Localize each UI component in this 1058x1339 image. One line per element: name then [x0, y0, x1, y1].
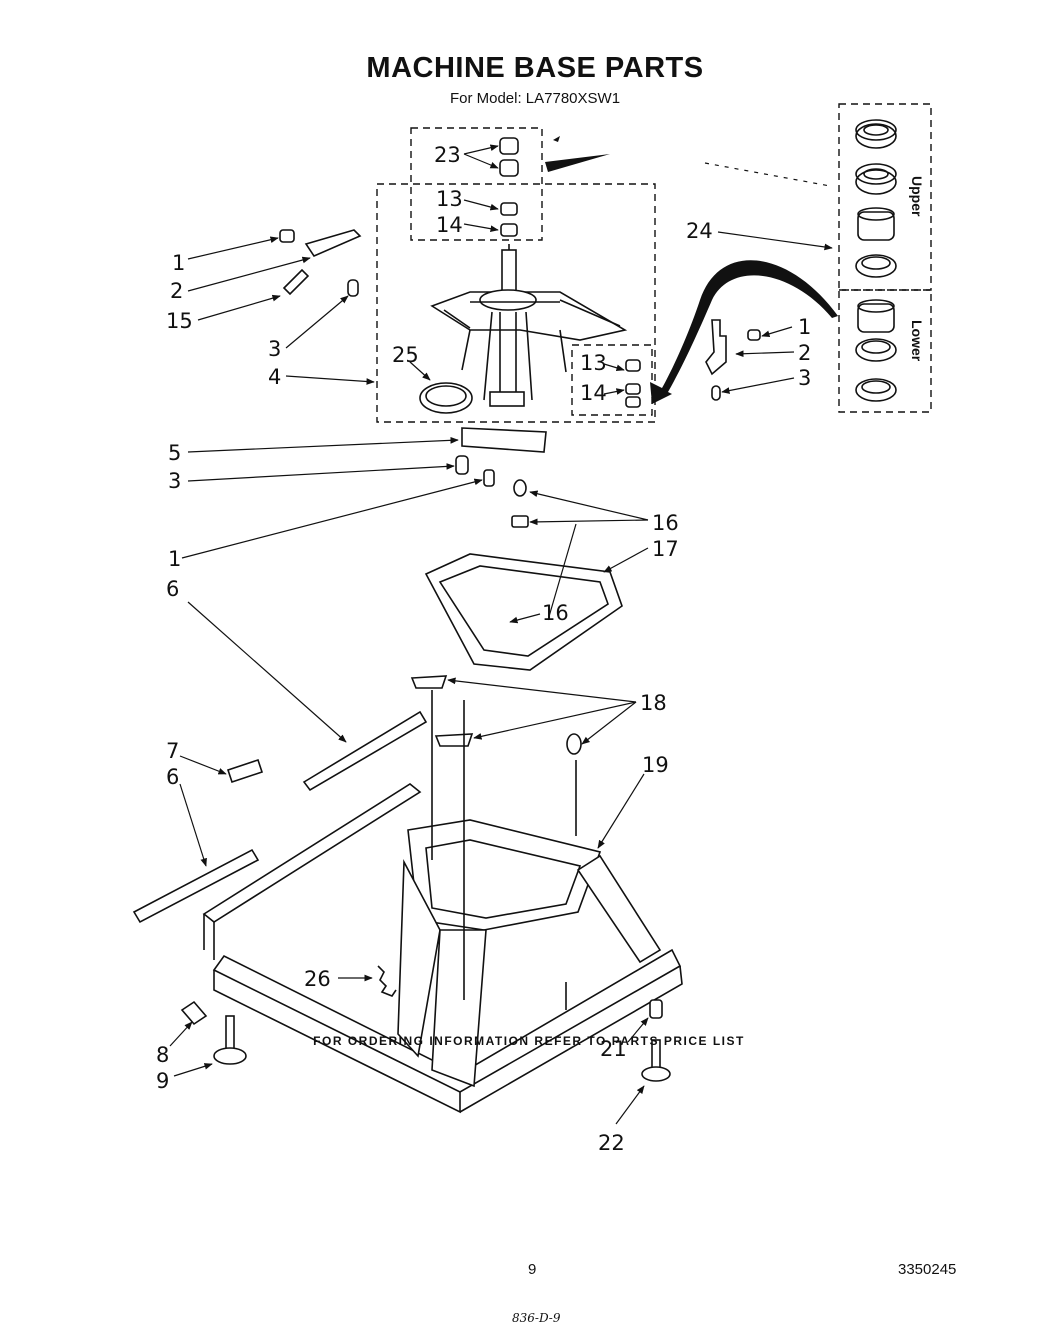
transmission-assembly — [430, 244, 628, 407]
callout-7: 7 — [166, 739, 179, 763]
callout-9: 9 — [156, 1069, 169, 1093]
ordering-note: FOR ORDERING INFORMATION REFER TO PARTS … — [313, 1034, 745, 1048]
callout-3-right: 3 — [798, 366, 811, 390]
nut-stack — [499, 137, 519, 237]
nut-13-right — [625, 359, 641, 372]
callout-15: 15 — [166, 309, 193, 333]
callout-16-upper: 16 — [652, 511, 679, 535]
callout-6-upper: 6 — [166, 577, 179, 601]
callout-25: 25 — [392, 343, 419, 367]
bracket-left — [304, 229, 362, 258]
callout-2-right: 2 — [798, 341, 811, 365]
callout-8: 8 — [156, 1043, 169, 1067]
callout-22: 22 — [598, 1131, 625, 1155]
snubber-5 — [461, 427, 547, 453]
transmission-group-box — [376, 183, 656, 423]
callout-13: 13 — [436, 187, 463, 211]
callout-5: 5 — [168, 441, 181, 465]
callout-18: 18 — [640, 691, 667, 715]
model-line: For Model: LA7780XSW1 — [449, 90, 621, 107]
lower-label: Lower — [909, 320, 925, 362]
callout-3-left: 3 — [268, 337, 281, 361]
pointer-tick — [553, 136, 560, 142]
callout-16-lower: 16 — [542, 601, 569, 625]
lower-bearing-box — [838, 289, 932, 413]
platform-17 — [424, 553, 623, 671]
nut-group-box — [410, 127, 543, 241]
document-number: 3350245 — [898, 1261, 957, 1278]
bearing-upper-parts — [855, 119, 897, 278]
clip-7 — [226, 758, 264, 784]
callout-1-left: 1 — [172, 251, 185, 275]
callout-13-right: 13 — [580, 351, 607, 375]
callout-23: 23 — [434, 143, 461, 167]
belt-ring-25 — [419, 382, 473, 414]
callout-21: 21 — [600, 1037, 627, 1061]
upper-label: Upper — [909, 176, 925, 217]
callout-2-left: 2 — [170, 279, 183, 303]
leader-lines — [169, 144, 833, 1125]
callout-24: 24 — [686, 219, 713, 243]
callout-1-mid: 1 — [168, 547, 181, 571]
callout-26: 26 — [304, 967, 331, 991]
callout-1-right: 1 — [798, 315, 811, 339]
callout-6-lower: 6 — [166, 765, 179, 789]
pointer-arrow-lower — [650, 260, 838, 404]
page-number: 9 — [528, 1261, 537, 1278]
callout-17: 17 — [652, 537, 679, 561]
bracket-6-lower — [132, 848, 260, 924]
nut-14-right — [625, 383, 641, 395]
callout-3-mid: 3 — [168, 469, 181, 493]
upper-bearing-box — [838, 103, 932, 291]
bracket-6-upper — [302, 710, 428, 792]
bearing-nut-group-box — [571, 344, 653, 416]
handwritten-mark: 836-D-9 — [512, 1311, 561, 1325]
upper-bearing-leader — [704, 162, 831, 187]
callout-14: 14 — [436, 213, 463, 237]
callout-4: 4 — [268, 365, 281, 389]
spring-26 — [377, 965, 397, 997]
bracket-right — [705, 319, 727, 376]
bearing-lower-parts — [855, 299, 897, 402]
page-title: MACHINE BASE PARTS — [366, 52, 704, 84]
callout-14-right: 14 — [580, 381, 607, 405]
callout-19: 19 — [642, 753, 669, 777]
base-frame-19 — [202, 690, 683, 1114]
pointer-arrow-upper — [545, 154, 610, 172]
